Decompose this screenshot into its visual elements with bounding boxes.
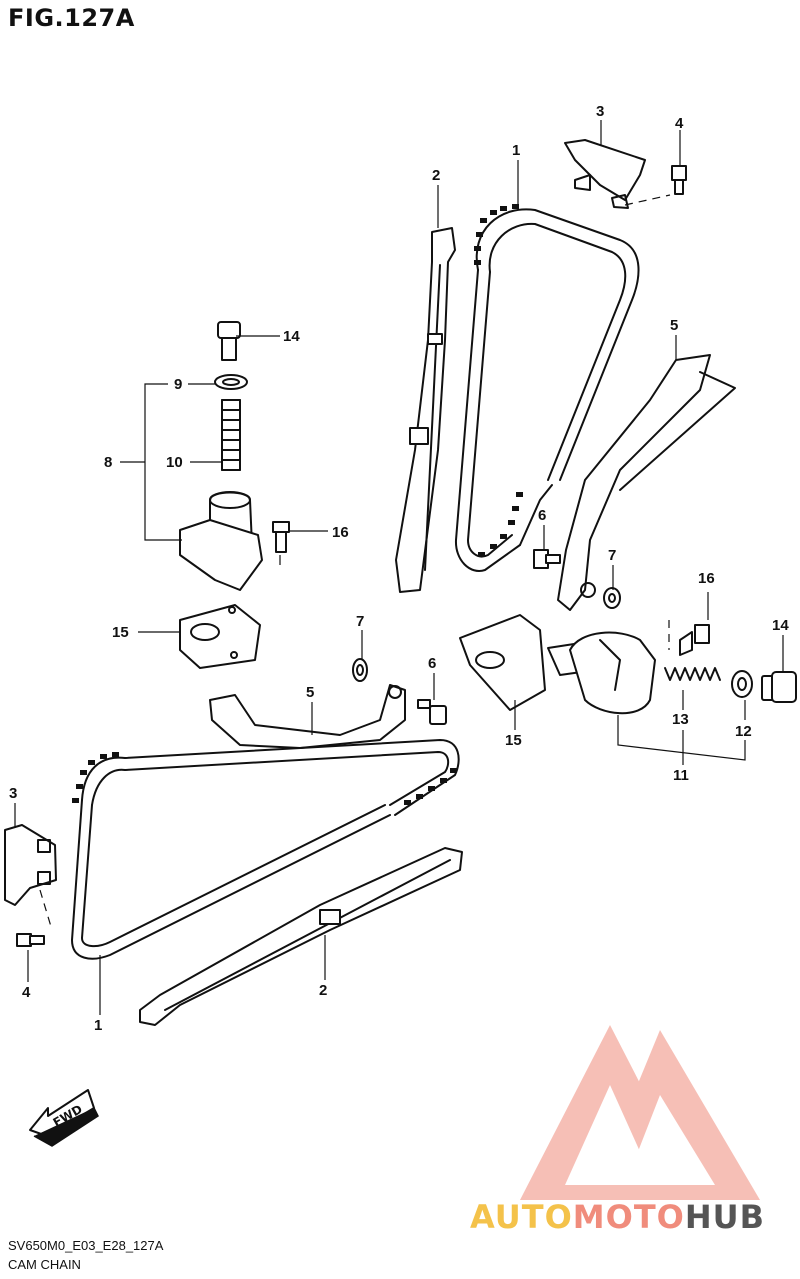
washer-7-mid [352,658,368,682]
gasket-15-left [179,604,261,669]
callout-16-left: 16 [332,524,349,541]
tensioner-blade-lower [209,684,406,749]
callout-3-left: 3 [9,785,17,802]
callout-5-top: 5 [670,317,678,334]
callout-4-left: 4 [22,984,31,1001]
callout-7-right: 7 [608,547,616,564]
callout-15-right: 15 [505,732,522,749]
callout-13: 13 [672,711,689,728]
bolt-6-right [533,549,561,569]
callout-6-mid: 6 [428,655,436,672]
fwd-arrow-icon: FWD [29,1089,99,1147]
bolt-4-top [671,165,687,195]
callout-12: 12 [735,723,752,740]
diagram-code: SV650M0_E03_E28_127A [8,1238,164,1253]
watermark-text: AUTOMOTOHUB [470,1198,765,1236]
callout-6-right: 6 [538,507,546,524]
watermark-auto: AUTO [470,1198,573,1236]
callout-1-bottom: 1 [94,1017,102,1034]
bolt-14-right [761,671,797,703]
tensioner-assembly-left [179,321,290,591]
callout-5-mid: 5 [306,684,314,701]
chain-guide-upper [395,227,456,593]
tensioner-assembly-right [459,614,710,715]
cam-chain-plate-top [564,139,646,209]
chain-guide-lower [139,847,463,1026]
cam-chain-upper [454,204,640,572]
callout-14-right: 14 [772,617,789,634]
callout-labels: 1 2 3 4 5 14 9 8 10 16 6 7 16 15 7 14 6 … [9,103,789,1034]
cam-chain-plate-left [4,824,57,906]
watermark-logo [520,1025,760,1200]
callout-10: 10 [166,454,183,471]
callout-2-bottom: 2 [319,982,327,999]
bolt-6-mid [417,699,447,725]
callout-8: 8 [104,454,112,471]
washer-12 [731,670,753,698]
tensioner-blade-upper [557,354,736,611]
callout-15-left: 15 [112,624,129,641]
callout-11: 11 [673,767,689,784]
watermark-hub: HUB [684,1198,766,1236]
watermark-moto: MOTO [572,1198,685,1236]
cam-chain-lower [71,739,460,960]
washer-7-right [603,587,621,609]
bolt-4-left [16,933,45,947]
figure-title: FIG.127A [8,4,135,32]
callout-2-top: 2 [432,167,440,184]
callout-3-top: 3 [596,103,604,120]
diagram-caption: CAM CHAIN [8,1257,81,1272]
callout-4-top: 4 [675,115,684,132]
callout-14-left: 14 [283,328,300,345]
spring-13 [664,667,721,681]
callout-9: 9 [174,376,182,393]
callout-16-right: 16 [698,570,715,587]
callout-7-mid: 7 [356,613,364,630]
callout-1-top: 1 [512,142,520,159]
leader-lines [14,120,784,1015]
